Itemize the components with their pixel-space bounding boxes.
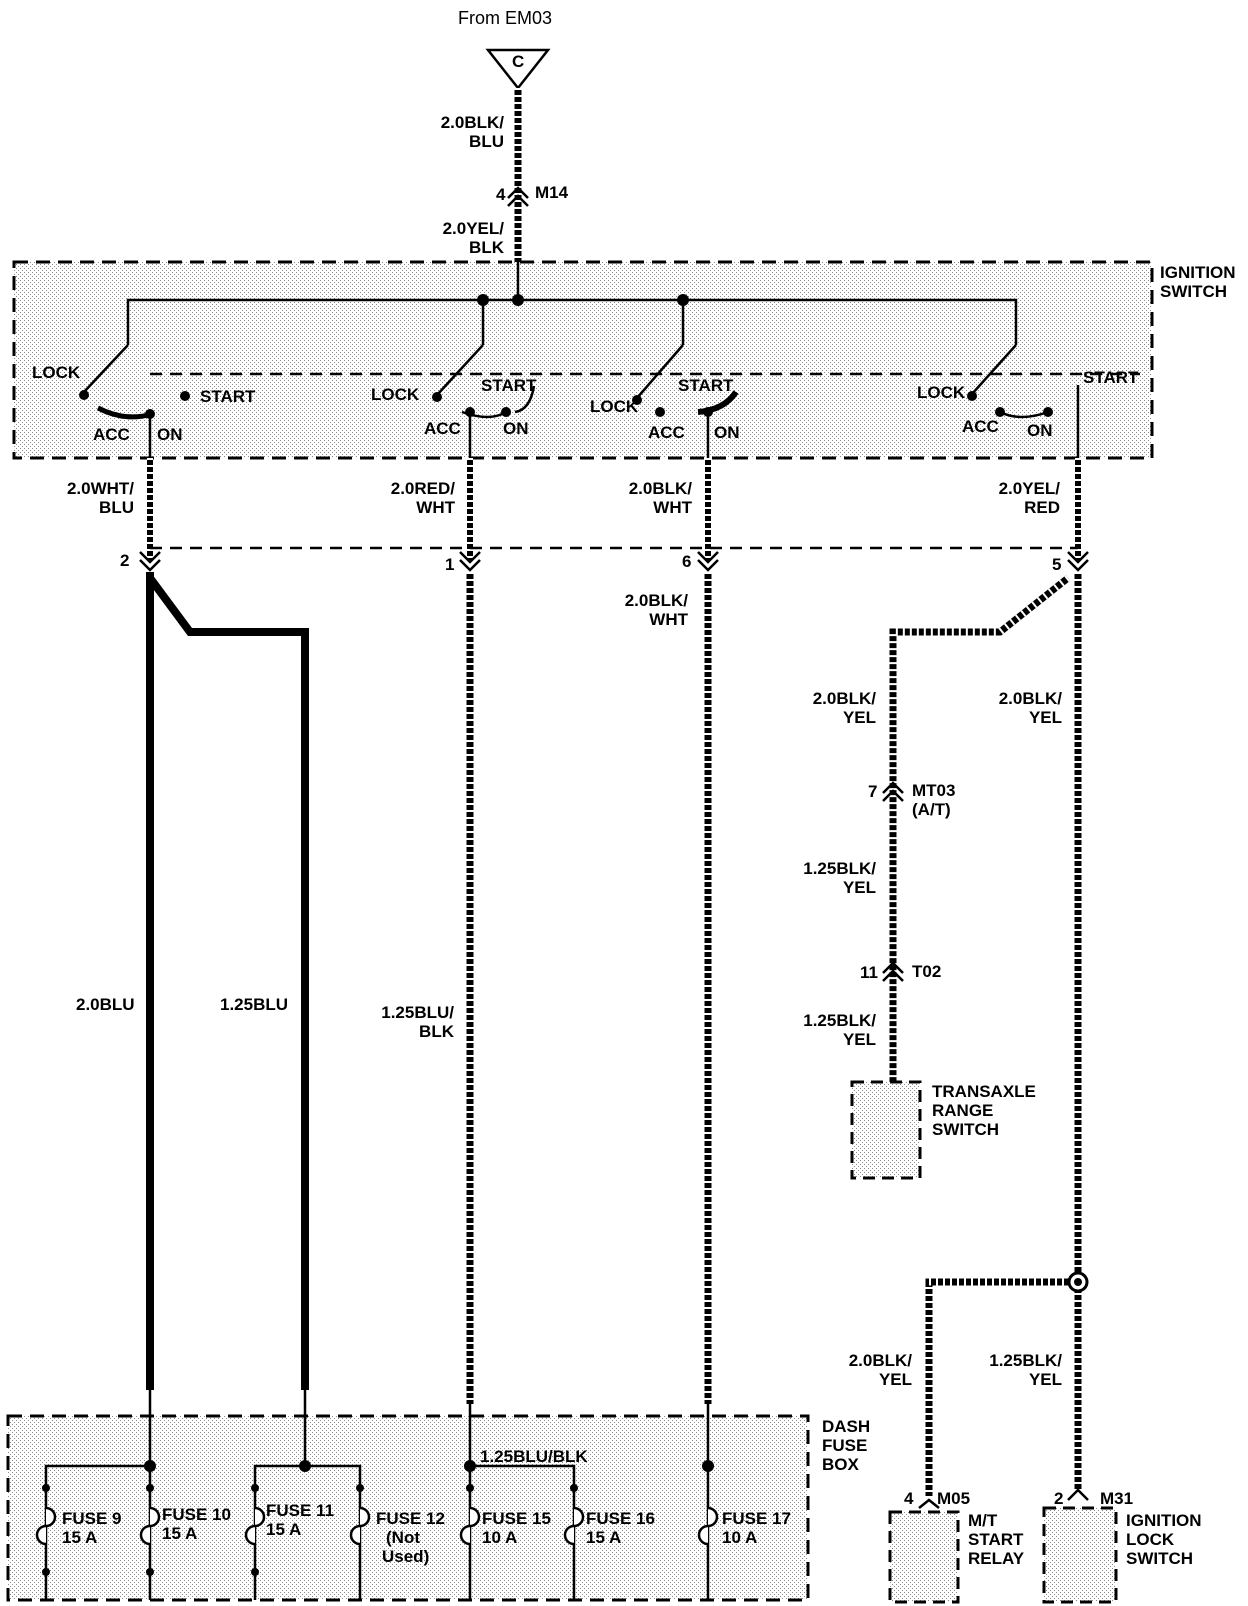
ignition-lock-switch-box <box>1042 1506 1118 1604</box>
lock-switch-wire-label: 1.25BLK/YEL <box>989 1351 1062 1389</box>
m31-name: M31 <box>1100 1489 1133 1508</box>
m31-connector-symbol <box>1067 1488 1089 1501</box>
bus-junction-dots <box>477 294 689 306</box>
sw2-on: ON <box>503 419 529 438</box>
switch-output-stubs <box>147 458 1081 560</box>
mt-relay-wire-label: 2.0BLK/YEL <box>849 1351 913 1389</box>
col1-right-label: 1.25BLU <box>220 995 288 1014</box>
out2-pin: 1 <box>445 555 454 574</box>
col2-wire-label: 1.25BLU/BLK <box>381 1003 454 1041</box>
mt03-name: MT03(A/T) <box>912 781 955 819</box>
ignition-internal-bus <box>126 262 1018 345</box>
connector-c-triangle <box>485 48 551 91</box>
mt03-pin: 7 <box>868 782 877 801</box>
splice-junction-center <box>1074 1278 1082 1286</box>
m05-name: M05 <box>937 1489 970 1508</box>
col3-wire-label: 2.0BLK/WHT <box>625 591 689 629</box>
transaxle-range-switch-box <box>850 1080 922 1180</box>
sw1-acc: ACC <box>93 425 130 444</box>
fuse-junction-dots <box>42 1460 714 1576</box>
fuse-box-bus-label: 1.25BLU/BLK <box>480 1447 588 1466</box>
out3-pin: 6 <box>682 552 691 571</box>
sw2-lock: LOCK <box>371 385 420 404</box>
sw4-start: START <box>1083 368 1139 387</box>
sw1-lock: LOCK <box>32 363 81 382</box>
mt-start-relay-box <box>888 1510 960 1604</box>
ign-upper-label: 2.0BLK/YEL <box>999 689 1063 727</box>
m05-pin: 4 <box>904 1489 914 1508</box>
tr-lower-label: 1.25BLK/YEL <box>803 1011 876 1049</box>
fuse-elements <box>35 1506 719 1546</box>
switch-section-3 <box>636 344 739 458</box>
sw2-start: START <box>481 376 537 395</box>
t02-name: T02 <box>912 962 941 981</box>
sw3-acc: ACC <box>648 423 685 442</box>
tr-upper-label: 2.0BLK/YEL <box>813 689 877 727</box>
ignition-switch-box <box>12 260 1154 460</box>
switch-connector-chevrons <box>139 551 1089 572</box>
m14-name: M14 <box>535 183 569 202</box>
top-wire-lower-label: 2.0YEL/BLK <box>443 219 505 257</box>
hatched-lower-wires <box>466 572 1082 1496</box>
col1-left-label: 2.0BLU <box>76 995 135 1014</box>
sw3-on: ON <box>714 423 740 442</box>
top-wire-upper-label: 2.0BLK/BLU <box>441 113 505 151</box>
tr-mid-label: 1.25BLK/YEL <box>803 859 876 897</box>
sw4-acc: ACC <box>962 417 999 436</box>
out4-wire-label: 2.0YEL/RED <box>999 479 1061 517</box>
sw4-on: ON <box>1027 421 1053 440</box>
m31-pin: 2 <box>1054 1489 1063 1508</box>
sw3-lock: LOCK <box>590 397 639 416</box>
out2-wire-label: 2.0RED/WHT <box>391 479 456 517</box>
connector-c-letter: C <box>512 52 524 71</box>
col1-wires <box>146 572 309 1390</box>
mt03-connector-symbol <box>882 781 904 802</box>
sw1-start: START <box>200 387 256 406</box>
t02-connector-symbol <box>882 961 904 982</box>
sw2-acc: ACC <box>424 419 461 438</box>
sw3-start: START <box>678 376 734 395</box>
t02-pin: 11 <box>860 963 878 982</box>
sw1-on: ON <box>157 425 183 444</box>
out1-wire-label: 2.0WHT/BLU <box>67 479 134 517</box>
dash-fuse-box <box>6 1414 810 1602</box>
sw4-lock: LOCK <box>917 383 966 402</box>
out1-pin: 2 <box>120 551 129 570</box>
m14-pin: 4 <box>496 185 506 204</box>
m14-connector-symbol <box>507 186 529 207</box>
m05-connector-symbol <box>918 1498 940 1509</box>
from-em03-label: From EM03 <box>458 8 552 28</box>
out4-pin: 5 <box>1052 555 1061 574</box>
out3-wire-label: 2.0BLK/WHT <box>629 479 693 517</box>
